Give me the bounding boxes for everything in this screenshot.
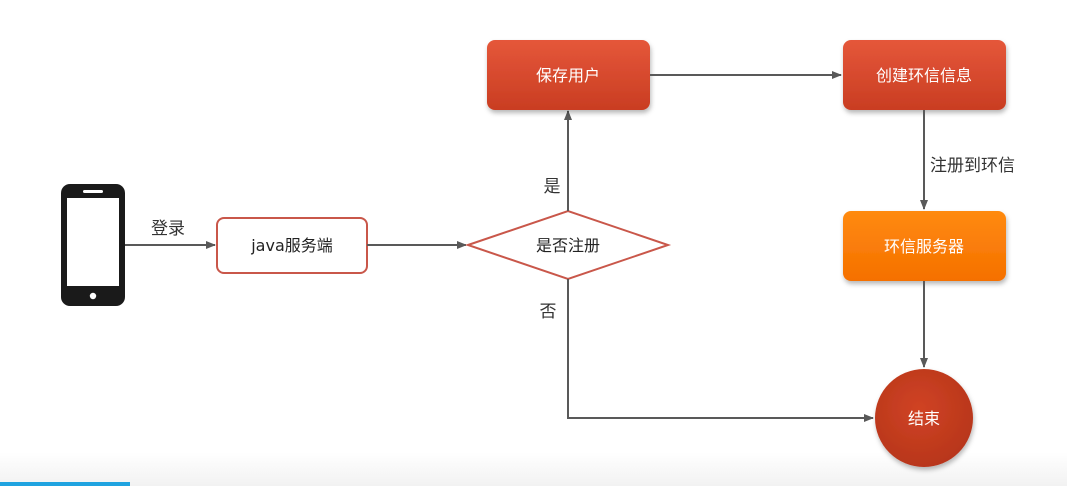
node-end — [875, 369, 973, 467]
phone-icon — [61, 184, 125, 306]
edge-label-no: 否 — [540, 302, 557, 322]
node-create-info-label: 创建环信信息 — [876, 66, 972, 85]
node-decision: 是否注册 — [464, 209, 672, 281]
node-create-info — [843, 40, 1006, 110]
edge-no — [567, 279, 874, 422]
node-im-server — [843, 211, 1006, 281]
node-java-server: java服务端 — [216, 217, 368, 274]
node-save-user — [487, 40, 650, 110]
node-end-label: 结束 — [908, 409, 940, 428]
node-decision-label: 是否注册 — [536, 236, 600, 255]
node-java-server-label: java服务端 — [250, 236, 333, 255]
node-im-server-label: 环信服务器 — [884, 237, 964, 256]
edge-label-yes: 是 — [544, 177, 561, 197]
bottom-strip — [0, 452, 1067, 486]
bottom-accent-bar — [0, 482, 130, 486]
edge-label-register-im: 注册到环信 — [930, 156, 1015, 176]
node-save-user-label: 保存用户 — [536, 66, 600, 85]
edge-label-login: 登录 — [151, 219, 185, 239]
